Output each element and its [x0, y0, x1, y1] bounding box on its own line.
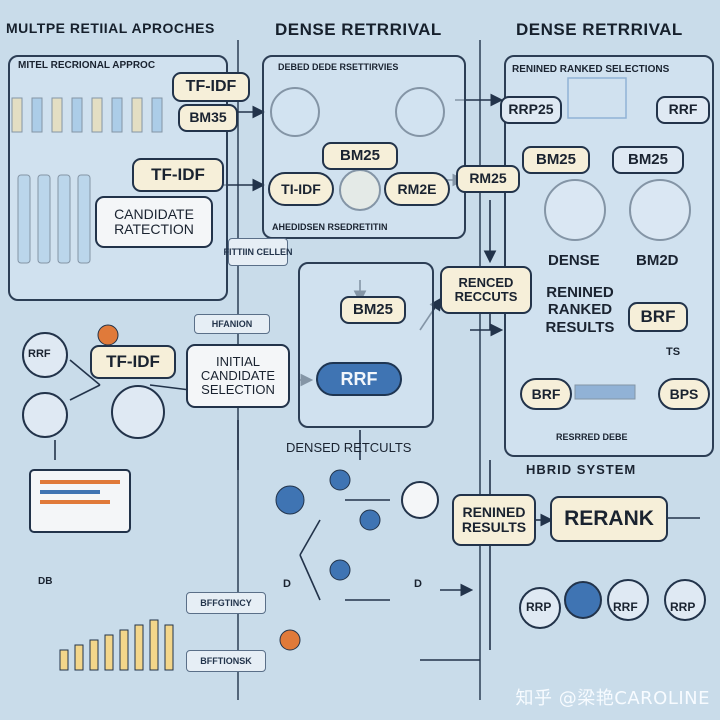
middle-top-panel	[262, 55, 466, 239]
output-node-b	[564, 581, 602, 619]
heading-right: DENSE RETRRIVAL	[516, 20, 683, 39]
pie-chart-label: DB	[38, 576, 53, 587]
bm25-box: BM25	[322, 142, 398, 170]
rrp-c-label: RRP	[670, 600, 696, 614]
output-node-d	[664, 579, 706, 621]
graph-node-5	[279, 629, 301, 651]
middle-footer: AHEDIDSEN RSEDRETITIN	[272, 222, 388, 232]
rm25-box: RM25	[456, 165, 520, 193]
candidate-box: CANDIDATE RATECTION	[95, 196, 213, 248]
dense-label: DENSE	[548, 252, 600, 269]
hybrid-system-heading: HBRID SYSTEM	[526, 462, 637, 477]
rrp-a-label: RRP	[526, 600, 552, 614]
node-d1: D	[283, 578, 291, 590]
middle-panel-caption: DEBED DEDE RSETTIRVIES	[278, 62, 399, 72]
graph-node-1	[275, 485, 305, 515]
heading-middle: DENSE RETRRIVAL	[275, 20, 442, 39]
tag-bfftionsk: BFFTIONSK	[186, 650, 266, 672]
graph-node-6	[401, 481, 439, 519]
rrf-top-box: RRF	[656, 96, 710, 124]
tag-bffgtincy: BFFGTINCY	[186, 592, 266, 614]
tag-fittiin: FITTIIN CELLEN	[224, 238, 293, 266]
rescored-label: RESRRED DEBE	[556, 432, 628, 442]
bps-pill: BPS	[658, 378, 710, 410]
rm2e-pill: RM2E	[384, 172, 450, 206]
renced-reccuts-box: RENCED RECCUTS	[440, 266, 532, 314]
refined-results-label: RENINED RANKED RESULTS	[545, 284, 615, 336]
node-d2: D	[414, 578, 422, 590]
graph-node-4	[329, 559, 351, 581]
initial-candidate-box: INITIAL CANDIDATE SELECTION	[186, 344, 290, 408]
tiidf-pill: TI-IDF	[268, 172, 334, 206]
ts-label: TS	[666, 346, 681, 358]
tfidf-mid-box: TF-IDF	[132, 158, 224, 192]
bm25-a-box: BM25	[522, 146, 590, 174]
bar-chart	[59, 619, 174, 671]
network-cluster	[22, 324, 165, 439]
output-node-c	[607, 579, 649, 621]
graph-node-2	[329, 469, 351, 491]
tfidf-top-box: TF-IDF	[172, 72, 250, 102]
brf-big-box: BRF	[628, 302, 688, 332]
tfidf-lower-box: TF-IDF	[90, 345, 176, 379]
left-panel-caption: MITEL RECRIONAL APPROC	[18, 60, 156, 71]
rrf-b-label: RRF	[613, 600, 638, 614]
rrf-node-label: RRF	[28, 348, 51, 360]
monitor	[29, 469, 131, 533]
heading-left: MULTPE RETIIAL APROCHES	[6, 20, 215, 36]
output-node-a	[519, 587, 561, 629]
brf-left-pill: BRF	[520, 378, 572, 410]
bm25-b-box: BM25	[340, 296, 406, 324]
bm2d-label: BM2D	[636, 252, 679, 269]
graph-node-3	[359, 509, 381, 531]
right-panel-caption: RENINED RANKED SELECTIONS	[512, 64, 670, 75]
watermark: 知乎 @梁艳CAROLINE	[515, 688, 710, 709]
renined-results-box: RENINED RESULTS	[452, 494, 536, 546]
bm-top-box: BM35	[178, 104, 238, 132]
rrp25-box: RRP25	[500, 96, 562, 124]
densed-results-label: DENSED RETCULTS	[286, 440, 412, 455]
middle-fusion-panel	[298, 262, 434, 428]
bm25-b-box-right: BM25	[612, 146, 684, 174]
tag-hfanion: HFANION	[194, 314, 270, 334]
rrf-pill: RRF	[316, 362, 402, 396]
rerank-box: RERANK	[550, 496, 668, 542]
